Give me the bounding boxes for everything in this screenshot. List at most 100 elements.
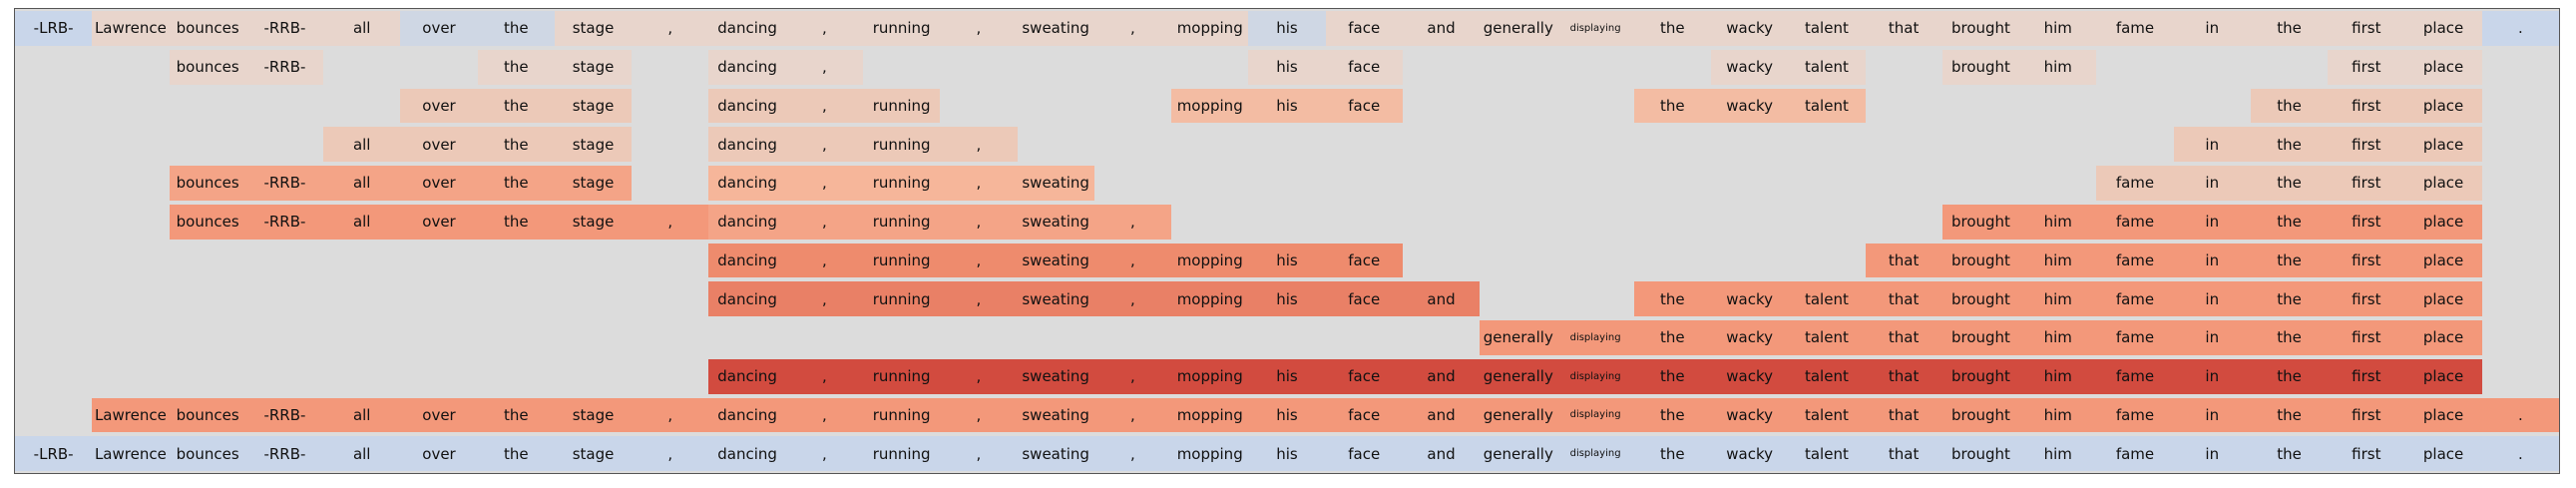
token-cell: the bbox=[2250, 358, 2329, 394]
token-cell: , bbox=[1093, 11, 1172, 46]
token-cell: fame bbox=[2096, 320, 2174, 355]
token-cell: bounces bbox=[169, 436, 246, 471]
token-cell: , bbox=[785, 204, 863, 240]
token-cell: dancing bbox=[708, 243, 786, 278]
token-cell: the bbox=[2250, 127, 2329, 162]
token-cell: , bbox=[1093, 436, 1172, 471]
token-cell: sweating bbox=[1017, 436, 1094, 471]
token-cell: in bbox=[2173, 127, 2251, 162]
token-cell: place bbox=[2404, 397, 2482, 433]
token-cell: place bbox=[2404, 320, 2482, 355]
token-cell: , bbox=[1093, 358, 1172, 394]
token-cell: over bbox=[400, 397, 478, 433]
token-cell: all bbox=[323, 127, 401, 162]
token-cell: sweating bbox=[1017, 166, 1094, 201]
token-cell: the bbox=[2250, 11, 2329, 46]
token-cell: , bbox=[785, 11, 863, 46]
token-cell: all bbox=[323, 204, 401, 240]
token-cell: , bbox=[632, 11, 709, 46]
token-cell: the bbox=[2250, 88, 2329, 124]
token-cell: the bbox=[477, 166, 555, 201]
token-cell: and bbox=[1402, 358, 1481, 394]
token-cell: that bbox=[1865, 11, 1942, 46]
token-cell: his bbox=[1248, 49, 1326, 85]
token-cell: Lawrence bbox=[92, 397, 170, 433]
token-cell: face bbox=[1325, 88, 1403, 124]
token-cell: stage bbox=[554, 127, 633, 162]
token-cell: fame bbox=[2096, 243, 2174, 278]
token-cell: first bbox=[2328, 281, 2405, 316]
token-cell: dancing bbox=[708, 358, 786, 394]
token-cell: talent bbox=[1788, 281, 1866, 316]
token-cell: , bbox=[1093, 281, 1172, 316]
token-cell: dancing bbox=[708, 127, 786, 162]
token-cell: and bbox=[1402, 397, 1481, 433]
token-cell: , bbox=[785, 49, 863, 85]
token-cell: and bbox=[1402, 11, 1481, 46]
token-cell: wacky bbox=[1711, 281, 1789, 316]
token-cell: first bbox=[2328, 88, 2405, 124]
token-cell: generally bbox=[1480, 397, 1557, 433]
token-cell: over bbox=[400, 127, 478, 162]
token-cell: him bbox=[2019, 243, 2097, 278]
token-cell: brought bbox=[1941, 11, 2020, 46]
token-cell: displaying bbox=[1556, 358, 1634, 394]
token-cell: in bbox=[2173, 436, 2251, 471]
token-cell: running bbox=[863, 166, 941, 201]
token-cell: displaying bbox=[1556, 397, 1634, 433]
token-cell: running bbox=[863, 243, 941, 278]
token-cell: place bbox=[2404, 127, 2482, 162]
token-cell: mopping bbox=[1171, 88, 1249, 124]
token-cell: face bbox=[1325, 397, 1403, 433]
token-cell: first bbox=[2328, 11, 2405, 46]
token-cell: brought bbox=[1941, 436, 2020, 471]
token-cell: first bbox=[2328, 358, 2405, 394]
token-cell: sweating bbox=[1017, 11, 1094, 46]
token-cell: his bbox=[1248, 436, 1326, 471]
token-cell: first bbox=[2328, 166, 2405, 201]
token-cell: fame bbox=[2096, 166, 2174, 201]
token-cell: place bbox=[2404, 11, 2482, 46]
token-cell: , bbox=[632, 436, 709, 471]
token-cell: displaying bbox=[1556, 11, 1634, 46]
token-cell: dancing bbox=[708, 11, 786, 46]
token-cell: face bbox=[1325, 11, 1403, 46]
token-cell: wacky bbox=[1711, 11, 1789, 46]
token-cell: place bbox=[2404, 358, 2482, 394]
token-cell: wacky bbox=[1711, 436, 1789, 471]
token-cell: , bbox=[940, 358, 1018, 394]
token-cell: generally bbox=[1480, 320, 1557, 355]
token-cell: the bbox=[477, 436, 555, 471]
token-cell: talent bbox=[1788, 358, 1866, 394]
token-cell: , bbox=[785, 436, 863, 471]
token-cell: mopping bbox=[1171, 281, 1249, 316]
token-cell: the bbox=[477, 11, 555, 46]
token-cell: in bbox=[2173, 320, 2251, 355]
token-cell: talent bbox=[1788, 320, 1866, 355]
token-cell: in bbox=[2173, 281, 2251, 316]
token-cell: bounces bbox=[169, 204, 246, 240]
token-cell: him bbox=[2019, 358, 2097, 394]
token-cell: running bbox=[863, 281, 941, 316]
token-cell: dancing bbox=[708, 166, 786, 201]
token-cell: fame bbox=[2096, 11, 2174, 46]
token-cell: sweating bbox=[1017, 397, 1094, 433]
token-cell: place bbox=[2404, 436, 2482, 471]
token-cell: the bbox=[1633, 397, 1711, 433]
token-cell: running bbox=[863, 11, 941, 46]
token-cell: mopping bbox=[1171, 397, 1249, 433]
token-cell: fame bbox=[2096, 397, 2174, 433]
token-cell: dancing bbox=[708, 49, 786, 85]
token-cell: mopping bbox=[1171, 11, 1249, 46]
token-cell: the bbox=[477, 49, 555, 85]
token-cell: the bbox=[2250, 436, 2329, 471]
token-cell: face bbox=[1325, 49, 1403, 85]
token-cell: displaying bbox=[1556, 320, 1634, 355]
token-cell: place bbox=[2404, 281, 2482, 316]
token-cell: wacky bbox=[1711, 49, 1789, 85]
token-cell: brought bbox=[1941, 320, 2020, 355]
token-cell: his bbox=[1248, 397, 1326, 433]
token-cell: him bbox=[2019, 204, 2097, 240]
token-cell: mopping bbox=[1171, 436, 1249, 471]
